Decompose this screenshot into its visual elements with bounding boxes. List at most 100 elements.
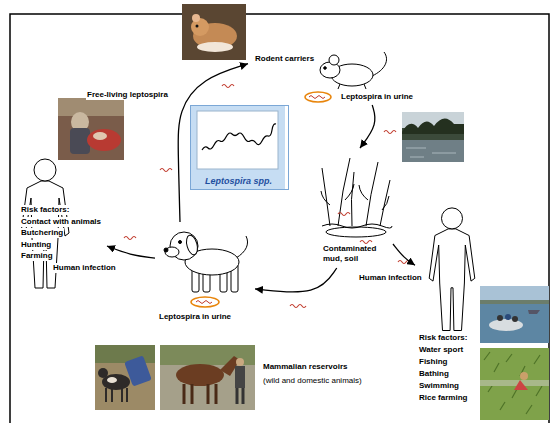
node-text: Hunting: [20, 240, 52, 250]
goat-photo: [95, 345, 155, 410]
organism-panel: [190, 105, 285, 190]
horse-photo: [160, 345, 255, 410]
reservoir-group: Leptospira in urine: [155, 222, 255, 325]
rodent-photo: [192, 14, 200, 22]
risk-group: Risk factors: Water sportFishingBathingSw…: [415, 205, 478, 406]
butchering-photo: [58, 98, 124, 116]
goat-photo: [95, 345, 155, 410]
node-text: Contaminated mud, soil: [322, 244, 390, 264]
dog-drawing: [164, 248, 168, 252]
rice-field-photo: [514, 380, 528, 390]
dog-drawing: [185, 234, 200, 256]
node-text: Water sport: [418, 345, 464, 355]
mouse-drawing: [329, 55, 339, 65]
node-text: Risk factors:: [418, 333, 468, 343]
node-text: Farming: [20, 251, 54, 261]
bacteria-squiggle: [160, 169, 172, 172]
node-text: Butchering: [20, 228, 64, 238]
transmission-arrow: [178, 64, 248, 222]
mouse-drawing: [324, 67, 327, 70]
boat-photo: [489, 319, 523, 331]
node-text: Risk factors:: [20, 205, 70, 215]
frame: [10, 14, 549, 423]
mud-drawing: [322, 158, 390, 226]
rice-field-photo: [520, 372, 528, 380]
organism-box: Leptospira spp.: [190, 105, 289, 190]
pond-photo: [402, 112, 464, 162]
horse-photo: [160, 345, 255, 410]
node-text: Contact with animals: [20, 217, 102, 227]
pond-photo: [402, 140, 464, 162]
horse-photo: [237, 388, 243, 404]
rodent-photo: [182, 4, 246, 60]
risk-group: Risk factors: Contact with animalsButcher…: [12, 155, 107, 295]
boat-photo: [480, 286, 549, 343]
human-figure: [442, 208, 463, 229]
transmission-arrow: [360, 105, 375, 148]
edge-label: Free-living leptospira: [86, 90, 169, 100]
boat-photo: [497, 315, 503, 321]
dog-drawing: [165, 247, 179, 257]
edge-label: Human infection: [52, 263, 117, 273]
goat-photo: [98, 368, 108, 378]
mud-drawing: [326, 227, 386, 237]
transmission-arrow: [393, 244, 415, 265]
organism-panel: [197, 111, 278, 169]
node-text: Leptospira in urine: [340, 92, 414, 102]
urine-mark: [196, 301, 212, 304]
boat-photo: [505, 314, 511, 320]
urine-mark: [191, 297, 219, 307]
node-text: Rice farming: [418, 393, 468, 403]
rice-field-photo: [480, 380, 549, 386]
node-text: Swimming: [418, 381, 460, 391]
bacteria-squiggle: [338, 213, 350, 216]
pond-photo: [406, 148, 456, 157]
mud-drawing: [321, 158, 392, 237]
butchering-photo: [58, 98, 124, 160]
photo-caption: Mammalian reservoirs: [262, 362, 349, 372]
dog-drawing: [179, 241, 182, 244]
goat-photo: [95, 345, 155, 363]
rodent-photo: [182, 4, 246, 60]
goat-photo: [106, 388, 127, 402]
butchering-photo: [93, 132, 107, 140]
human-figure: [21, 159, 475, 331]
horse-photo: [176, 364, 224, 386]
urine-mark: [305, 92, 331, 102]
organism-name: Leptospira spp.: [191, 176, 286, 187]
horse-photo: [236, 358, 244, 366]
boat-photo: [480, 286, 549, 302]
node-text: Leptospira in urine: [158, 312, 232, 322]
bacteria-squiggle: [222, 85, 234, 88]
boat-photo: [480, 286, 549, 343]
pond-photo: [402, 118, 464, 134]
organism-panel: [190, 105, 285, 190]
photo-caption: (wild and domestic animals): [262, 376, 363, 386]
rice-field-photo: [480, 348, 549, 420]
horse-photo: [160, 345, 255, 365]
transmission-arrow: [107, 246, 155, 258]
transmission-arrow: [255, 268, 337, 292]
horse-photo: [235, 366, 245, 388]
mud-drawing: [321, 184, 389, 210]
node-text: Fishing: [418, 357, 448, 367]
carrier-group: Rodent carriersLeptospira in urine: [248, 46, 428, 105]
bacteria-squiggle: [384, 131, 396, 134]
dog-drawing: [236, 236, 248, 258]
butchering-photo: [70, 128, 90, 154]
boat-photo: [528, 310, 540, 314]
human-figure: [429, 229, 475, 331]
butchering-photo: [58, 98, 124, 160]
rice-field-photo: [480, 348, 549, 420]
dog-drawing: [164, 232, 248, 292]
mouse-drawing: [320, 52, 387, 89]
node-text: Bathing: [418, 369, 450, 379]
urine-mark: [305, 92, 331, 102]
boat-photo: [512, 316, 518, 322]
boat-photo: [480, 300, 549, 304]
butchering-photo: [87, 129, 121, 151]
source-group: Contaminated mud, soil: [318, 148, 393, 268]
urine-mark: [191, 297, 219, 307]
horse-photo: [184, 384, 216, 404]
